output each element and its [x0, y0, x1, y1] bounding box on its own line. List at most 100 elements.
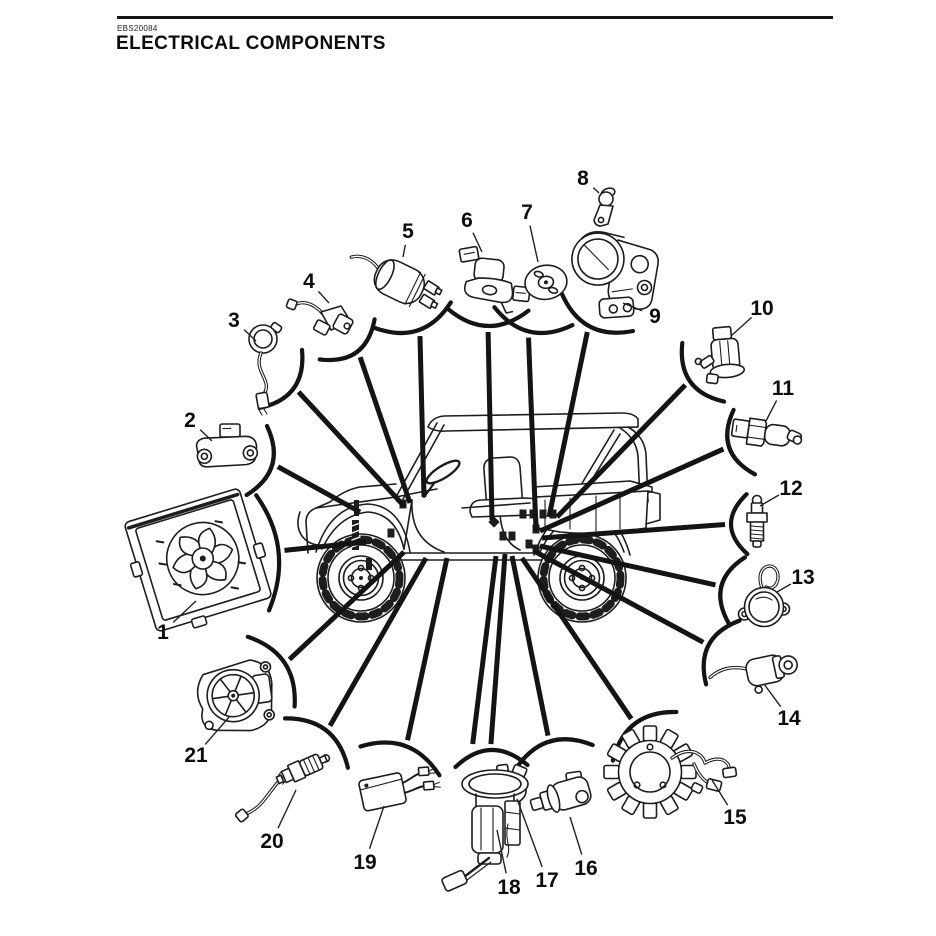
component-solenoid-valve [694, 325, 746, 385]
callout-number-13: 13 [791, 566, 814, 589]
burst-line-10 [555, 383, 688, 519]
arc-separator-14 [701, 618, 742, 687]
burst-line-6 [485, 331, 495, 521]
arc-separator-20 [282, 716, 350, 770]
burst-line-15 [519, 556, 634, 721]
arc-separator-2 [244, 423, 276, 498]
burst-line-13 [539, 543, 717, 588]
component-radiator-fan-assembly [124, 488, 272, 632]
page-title: ELECTRICAL COMPONENTS [116, 33, 386, 54]
number-leader-5 [402, 244, 407, 258]
component-pressure-sensor [458, 245, 514, 314]
number-leader-18 [496, 829, 507, 874]
header-rule [117, 16, 833, 19]
callout-number-14: 14 [777, 707, 801, 730]
callout-number-1: 1 [157, 621, 169, 644]
callout-number-3: 3 [228, 309, 240, 332]
callout-number-21: 21 [184, 744, 208, 767]
number-leader-3 [243, 329, 257, 342]
callout-number-8: 8 [577, 167, 589, 190]
number-leader-20 [277, 789, 297, 829]
callout-number-18: 18 [497, 876, 521, 899]
callout-number-17: 17 [535, 869, 558, 892]
component-round-sensor-with-lead [248, 321, 283, 416]
number-leader-4 [317, 290, 330, 304]
number-leader-9 [622, 302, 643, 312]
burst-line-5 [417, 335, 427, 498]
component-pickup-coil [737, 564, 791, 628]
component-speed-sensor [529, 770, 592, 813]
number-leader-lines [172, 187, 792, 874]
arc-separator-7 [492, 305, 575, 335]
callout-number-7: 7 [521, 201, 533, 224]
number-leader-14 [763, 683, 782, 708]
callout-number-2: 2 [184, 409, 196, 432]
burst-line-9 [546, 331, 590, 518]
arc-separator-5 [372, 300, 453, 336]
arc-separator-13 [718, 555, 748, 626]
arc-separator-4 [317, 317, 377, 363]
callout-number-5: 5 [402, 220, 414, 243]
component-illustrations [124, 187, 803, 892]
component-sensor-bracket [195, 423, 259, 468]
component-air-temperature-sensor [593, 187, 616, 227]
component-spark-plug-with-lead [234, 753, 331, 823]
burst-line-14 [532, 548, 705, 645]
burst-line-17 [488, 553, 508, 745]
burst-line-21 [287, 550, 406, 662]
number-leader-10 [730, 316, 753, 337]
arc-separator-17 [453, 747, 530, 770]
arc-separator-6 [446, 307, 531, 329]
callout-number-10: 10 [750, 297, 773, 320]
number-leader-2 [199, 429, 213, 442]
burst-line-3 [296, 390, 406, 508]
arc-separator-9 [559, 291, 636, 335]
arc-separator-1 [254, 493, 282, 613]
number-leader-12 [759, 494, 780, 507]
number-leader-17 [516, 798, 543, 868]
burst-line-11 [538, 446, 725, 534]
arc-separator-10 [679, 340, 727, 404]
callout-number-6: 6 [461, 209, 473, 232]
burst-line-2 [276, 464, 362, 515]
leader-burst [276, 331, 726, 745]
arc-separator-19 [358, 740, 442, 778]
component-crankshaft-position-sensor [708, 654, 798, 694]
component-fan-motor [196, 659, 276, 732]
callout-number-12: 12 [779, 477, 802, 500]
component-stator-assembly [603, 725, 738, 819]
burst-line-19 [405, 557, 450, 741]
number-leader-16 [569, 816, 583, 855]
component-barrel-sensor [730, 417, 803, 447]
number-leader-19 [368, 805, 385, 849]
component-elbow-sensor [285, 298, 354, 336]
number-leader-8 [592, 187, 600, 194]
burst-line-20 [327, 556, 429, 728]
burst-line-7 [526, 337, 539, 531]
burst-line-4 [357, 356, 413, 504]
callout-number-19: 19 [353, 851, 376, 874]
callout-number-4: 4 [303, 270, 315, 293]
callout-number-9: 9 [649, 305, 661, 328]
callout-number-15: 15 [723, 806, 747, 829]
arc-separators [244, 291, 758, 778]
callout-number-11: 11 [772, 377, 795, 400]
arc-separator-12 [729, 492, 750, 557]
number-leader-6 [472, 232, 483, 253]
number-leader-15 [711, 779, 729, 806]
callout-number-20: 20 [260, 830, 283, 853]
section-code: EBS20084 [117, 24, 158, 33]
number-leader-7 [529, 225, 539, 263]
burst-line-12 [541, 521, 726, 541]
burst-line-1 [284, 539, 367, 553]
number-leader-1 [172, 600, 197, 623]
component-fuel-pump-assembly [441, 763, 529, 892]
arc-separator-11 [725, 407, 758, 477]
component-coolant-temperature-sensor [746, 494, 768, 548]
burst-line-18 [470, 555, 499, 745]
front-wheel [316, 533, 406, 623]
component-throttle-body [571, 231, 659, 319]
